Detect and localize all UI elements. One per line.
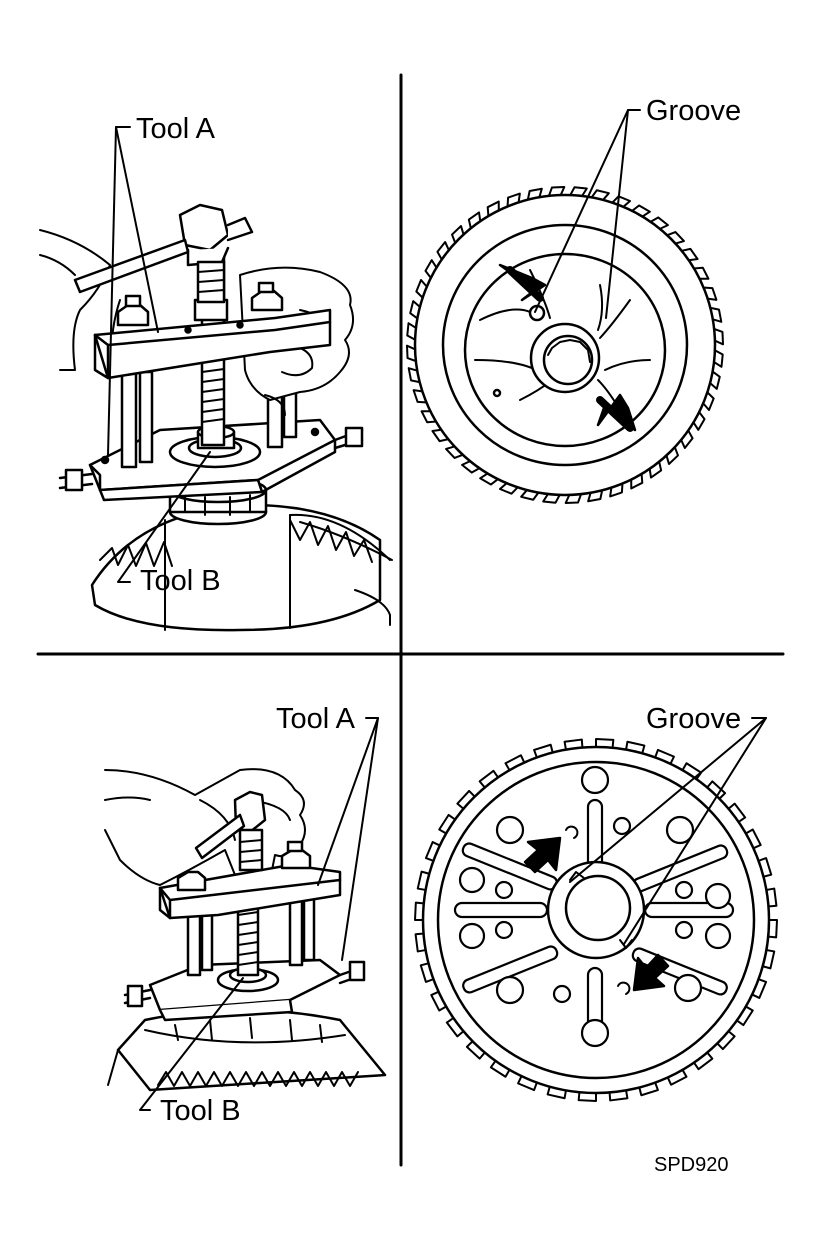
hub-spline	[547, 339, 591, 363]
panel-top-right-ring-gear: Groove	[406, 95, 741, 504]
tool-a-crossbar-top-left	[93, 281, 332, 380]
gear-face-holes	[458, 765, 732, 1048]
gear-tooth	[456, 789, 480, 814]
groove-arrow-upper-br	[523, 836, 562, 874]
panel-dividers	[36, 73, 785, 1167]
tool-a-crossbar-bottom-left	[158, 840, 342, 920]
tool-b-label-bottom-left: Tool B	[160, 1095, 241, 1127]
tool-b-label-top-left: Tool B	[140, 565, 221, 597]
gear-tooth	[702, 780, 727, 804]
screw-head-bottom-left	[194, 790, 267, 872]
gear-tooth	[712, 1026, 736, 1051]
leaders-bottom-left	[139, 717, 379, 1111]
ring-gear-bottom-left	[107, 1008, 387, 1092]
groove-notch-upper	[569, 871, 585, 881]
leaders-bottom-right	[569, 717, 767, 945]
groove-arrow-lower-br	[632, 953, 670, 992]
panel-bottom-right-gear-face: Groove	[414, 703, 778, 1102]
tool-a-label-top-left: Tool A	[136, 113, 216, 145]
groove-mark-upper	[565, 825, 579, 839]
differential-case	[463, 252, 667, 448]
panel-bottom-left-puller: Tool A Tool B	[104, 703, 387, 1127]
ring-gear-top-left	[90, 503, 393, 632]
leaders-top-left	[107, 126, 211, 583]
screw-head-top-left	[73, 203, 254, 322]
groove-label-bottom-right: Groove	[646, 703, 741, 735]
groove-notch-lower	[619, 939, 633, 949]
hub-inner	[542, 334, 594, 386]
groove-arrow-lower-shaft	[596, 396, 634, 432]
gear-tooth	[465, 1036, 490, 1060]
panel-top-left-puller: Tool A Tool B	[39, 113, 393, 632]
hub-bore	[564, 874, 632, 942]
tool-a-label-bottom-left: Tool A	[276, 703, 356, 735]
groove-mark-lower	[617, 981, 631, 995]
groove-arrow-upper-shaft	[506, 266, 544, 302]
case-bolt	[492, 388, 502, 398]
gear-face-rim	[436, 760, 756, 1080]
figure-code: SPD920	[654, 1154, 729, 1176]
groove-label-top-right: Groove	[646, 95, 741, 127]
leaders-top-right	[534, 109, 641, 319]
